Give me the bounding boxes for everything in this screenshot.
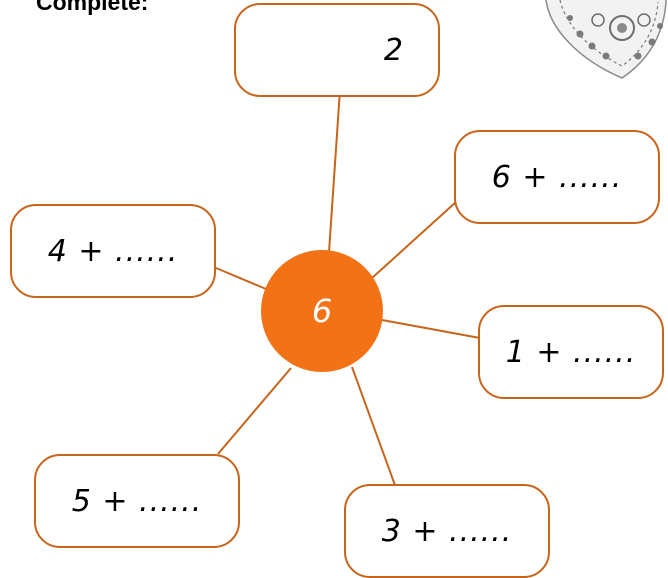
connector-lower-left bbox=[217, 367, 292, 455]
connector-bottom bbox=[351, 366, 397, 489]
instruction-title: Complete: bbox=[36, 0, 149, 15]
answer-box-top: 2 bbox=[234, 3, 440, 97]
connector-left bbox=[215, 267, 267, 290]
answer-box-lower-left: 5 + ...... bbox=[34, 454, 240, 548]
lace-heart-ornament-icon bbox=[545, 0, 667, 79]
answer-box-bottom: 3 + ...... bbox=[344, 484, 550, 578]
answer-box-upper-right: 6 + ...... bbox=[454, 130, 660, 224]
connector-right bbox=[381, 319, 481, 339]
connector-upper-right bbox=[371, 201, 457, 279]
center-number-circle: 6 bbox=[261, 250, 383, 372]
answer-box-left: 4 + ...... bbox=[10, 204, 216, 298]
connector-top bbox=[328, 89, 341, 253]
answer-box-right: 1 + ...... bbox=[478, 305, 664, 399]
